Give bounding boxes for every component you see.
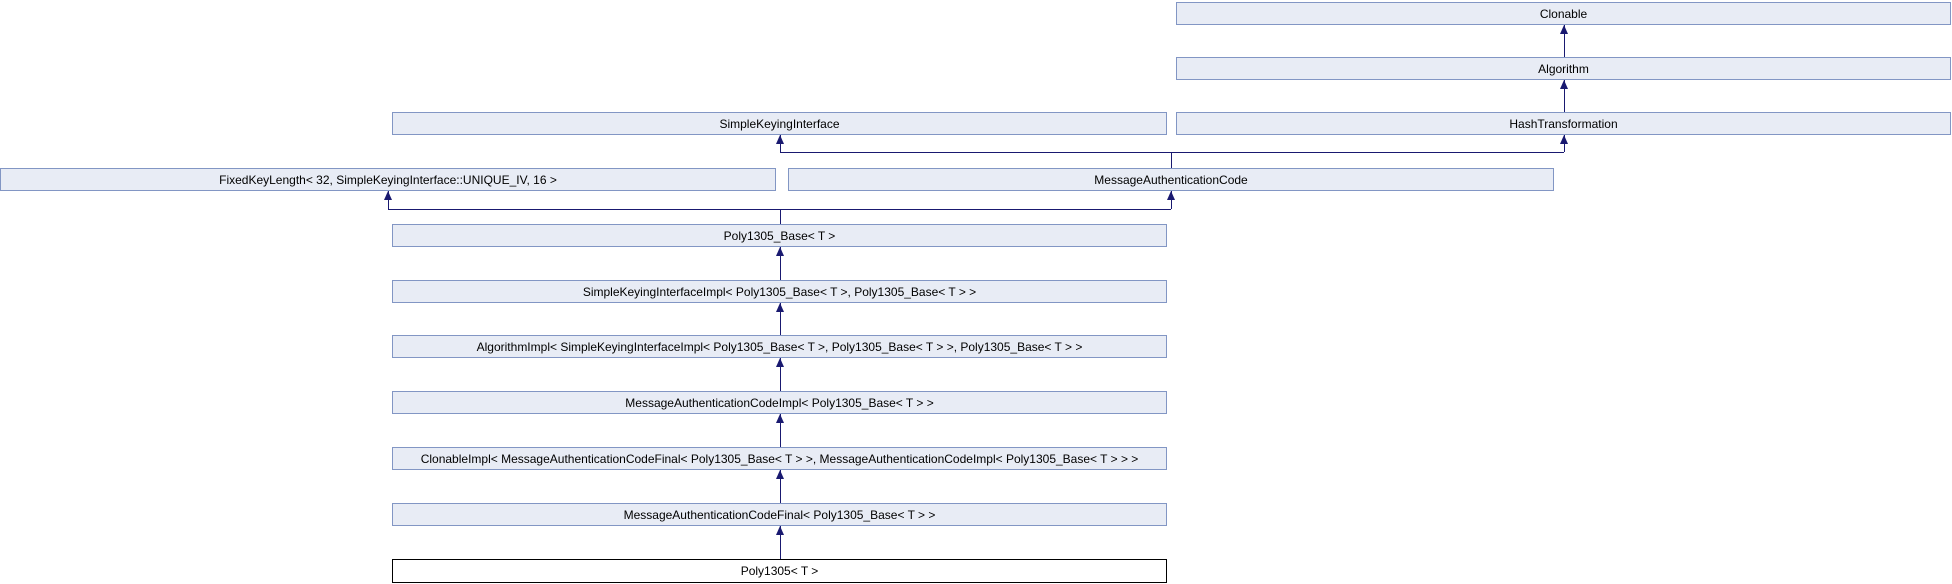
- class-node-fixedkeylength[interactable]: FixedKeyLength< 32, SimpleKeyingInterfac…: [0, 168, 776, 191]
- class-node-label: ClonableImpl< MessageAuthenticationCodeF…: [420, 451, 1139, 466]
- arrowhead-into-clonable: [1559, 25, 1568, 34]
- edge-poly1305-to-messageauthenticationcodefinal: [779, 526, 781, 559]
- edge-riser-poly1305base-to-messageauthenticationcode: [1171, 191, 1172, 209]
- class-node-label: Clonable: [1539, 6, 1588, 21]
- class-node-poly1305base[interactable]: Poly1305_Base< T >: [392, 224, 1167, 247]
- arrowhead-into-messageauthenticationcodeimpl: [775, 414, 784, 423]
- class-node-label: MessageAuthenticationCode: [1094, 172, 1248, 187]
- arrowhead-into-hashtransformation: [1559, 135, 1568, 144]
- edge-messageauthenticationcodefinal-to-clonableimpl: [779, 470, 781, 503]
- edge-rail-poly1305base: [388, 209, 1171, 210]
- edge-trunk-poly1305base: [779, 209, 781, 224]
- class-node-poly1305: Poly1305< T >: [392, 559, 1167, 583]
- class-node-messageauthenticationcodefinal[interactable]: MessageAuthenticationCodeFinal< Poly1305…: [392, 503, 1167, 526]
- arrowhead-into-algorithmimpl: [775, 358, 784, 367]
- class-node-label: Poly1305_Base< T >: [723, 228, 836, 243]
- edge-simplekeyinginterfaceimpl-to-poly1305base: [779, 247, 781, 280]
- class-node-simplekeyinginterfaceimpl[interactable]: SimpleKeyingInterfaceImpl< Poly1305_Base…: [392, 280, 1167, 303]
- arrowhead-into-algorithm: [1559, 80, 1568, 89]
- arrowhead-into-messageauthenticationcode: [1167, 191, 1175, 200]
- edge-rail-messageauthenticationcode: [779, 152, 1564, 153]
- class-node-label: SimpleKeyingInterface: [719, 116, 840, 131]
- class-node-messageauthenticationcodeimpl[interactable]: MessageAuthenticationCodeImpl< Poly1305_…: [392, 391, 1167, 414]
- edge-clonableimpl-to-messageauthenticationcodeimpl: [779, 414, 781, 447]
- edge-algorithm-to-clonable: [1563, 25, 1565, 57]
- class-node-label: Algorithm: [1538, 61, 1589, 76]
- class-node-algorithm[interactable]: Algorithm: [1176, 57, 1951, 80]
- class-node-simplekeyinginterface[interactable]: SimpleKeyingInterface: [392, 112, 1167, 135]
- edge-hashtransformation-to-algorithm: [1563, 80, 1565, 112]
- class-node-messageauthenticationcode[interactable]: MessageAuthenticationCode: [788, 168, 1554, 191]
- class-node-label: MessageAuthenticationCodeFinal< Poly1305…: [623, 507, 936, 522]
- class-node-algorithmimpl[interactable]: AlgorithmImpl< SimpleKeyingInterfaceImpl…: [392, 335, 1167, 358]
- edge-algorithmimpl-to-simplekeyinginterfaceimpl: [779, 303, 781, 335]
- arrowhead-into-fixedkeylength: [384, 191, 392, 200]
- class-node-label: Poly1305< T >: [740, 564, 819, 578]
- arrowhead-into-simplekeyinginterfaceimpl: [775, 303, 784, 312]
- class-node-label: AlgorithmImpl< SimpleKeyingInterfaceImpl…: [476, 339, 1083, 354]
- edge-riser-poly1305base-to-fixedkeylength: [388, 191, 389, 209]
- class-node-clonable[interactable]: Clonable: [1176, 2, 1951, 25]
- class-node-clonableimpl[interactable]: ClonableImpl< MessageAuthenticationCodeF…: [392, 447, 1167, 470]
- arrowhead-into-clonableimpl: [775, 470, 784, 479]
- class-node-label: SimpleKeyingInterfaceImpl< Poly1305_Base…: [582, 284, 977, 299]
- edge-trunk-messageauthenticationcode: [1171, 152, 1172, 168]
- arrowhead-into-simplekeyinginterface: [775, 135, 784, 144]
- class-node-label: FixedKeyLength< 32, SimpleKeyingInterfac…: [219, 172, 557, 187]
- edge-messageauthenticationcodeimpl-to-algorithmimpl: [779, 358, 781, 391]
- arrowhead-into-messageauthenticationcodefinal: [775, 526, 784, 535]
- class-node-label: MessageAuthenticationCodeImpl< Poly1305_…: [625, 395, 934, 410]
- class-node-label: HashTransformation: [1509, 116, 1618, 131]
- arrowhead-into-poly1305base: [775, 247, 784, 256]
- class-node-hashtransformation[interactable]: HashTransformation: [1176, 112, 1951, 135]
